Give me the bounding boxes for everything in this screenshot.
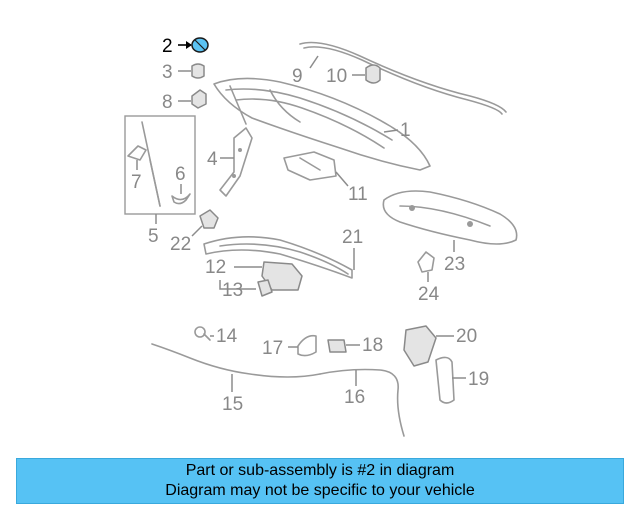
leader-13: [219, 280, 256, 290]
callout-9: 9: [292, 66, 303, 87]
callout-16: 16: [344, 387, 365, 408]
part-16-cable[interactable]: [319, 368, 405, 437]
part-17-handle[interactable]: [297, 334, 317, 357]
callout-7: 7: [131, 172, 142, 193]
callout-10: 10: [326, 66, 347, 87]
callout-13: 13: [222, 280, 243, 301]
callout-22: 22: [170, 234, 191, 255]
part-5-gas-strut[interactable]: [141, 121, 161, 207]
part-7-bracket[interactable]: [127, 145, 147, 161]
part-8-clip[interactable]: [191, 89, 207, 109]
callout-14: 14: [216, 326, 238, 347]
part-12-latch[interactable]: [261, 261, 303, 291]
parts-diagram: 2 3 8 7 6 5 9 10: [124, 36, 518, 437]
callout-11: 11: [348, 184, 368, 205]
leader-2-arrow: [186, 41, 192, 49]
part-3-bumper[interactable]: [191, 63, 205, 79]
part-6-bracket[interactable]: [171, 193, 191, 205]
callout-12: 12: [205, 257, 226, 278]
callout-3: 3: [162, 62, 173, 83]
callout-23: 23: [444, 254, 465, 275]
banner-line-2: Diagram may not be specific to your vehi…: [165, 482, 475, 499]
part-5-box: [124, 115, 196, 215]
part-24-bracket[interactable]: [417, 251, 435, 273]
callout-15: 15: [222, 394, 243, 415]
callout-1: 1: [400, 120, 411, 141]
part-11-latch[interactable]: [283, 151, 337, 181]
callout-19: 19: [468, 369, 489, 390]
part-10-bumper[interactable]: [365, 64, 381, 84]
part-2-bumper[interactable]: [191, 37, 209, 53]
part-1-hood[interactable]: [213, 77, 431, 171]
callout-18: 18: [362, 335, 383, 356]
part-19-cover[interactable]: [435, 356, 455, 404]
callout-2: 2: [162, 36, 173, 57]
callout-17: 17: [262, 338, 283, 359]
callout-8: 8: [162, 92, 173, 113]
callout-4: 4: [207, 149, 218, 170]
callout-21: 21: [342, 227, 363, 248]
part-18-clip[interactable]: [327, 339, 347, 353]
part-20-latch[interactable]: [403, 325, 437, 367]
part-21-support[interactable]: [203, 236, 353, 279]
part-9-weatherstrip[interactable]: [299, 41, 507, 115]
callout-24: 24: [418, 284, 440, 305]
part-15-cable[interactable]: [151, 343, 321, 378]
part-14-clip[interactable]: [194, 326, 211, 341]
leader-22: [191, 225, 203, 237]
callout-20: 20: [456, 326, 477, 347]
leader-11: [335, 171, 349, 187]
leader-1: [383, 129, 399, 133]
part-22-bumper[interactable]: [199, 209, 219, 229]
banner-line-1: Part or sub-assembly is #2 in diagram: [185, 462, 455, 479]
info-banner: Part or sub-assembly is #2 in diagram Di…: [16, 458, 624, 504]
part-4-hinge[interactable]: [219, 127, 253, 197]
part-23-insulator[interactable]: [382, 190, 518, 245]
callout-5: 5: [148, 226, 159, 247]
part-13-clip[interactable]: [257, 279, 273, 297]
leader-9: [309, 55, 319, 69]
callout-6: 6: [175, 164, 186, 185]
